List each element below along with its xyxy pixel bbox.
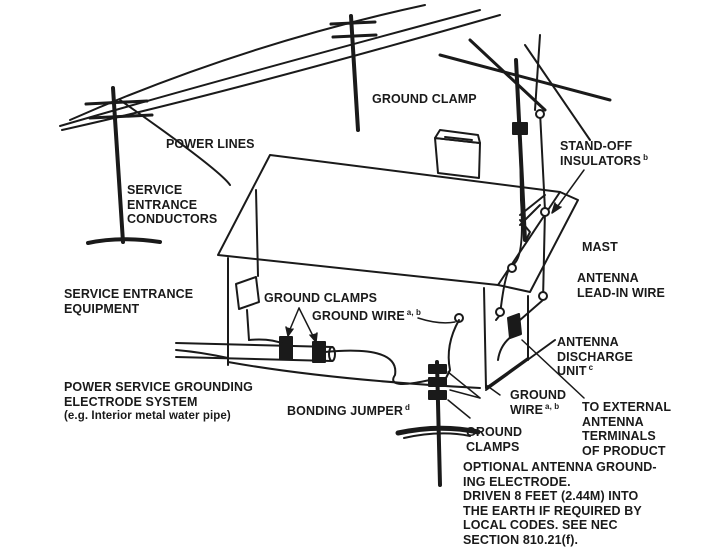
service-entrance-box	[235, 189, 260, 341]
label-service-entrance-conductors: SERVICE ENTRANCE CONDUCTORS	[127, 183, 217, 227]
label-oe-line-3: DRIVEN 8 FEET (2.44M) INTO	[463, 489, 639, 503]
label-power-lines: POWER LINES	[166, 137, 255, 151]
label-antenna-lead-in-wire: ANTENNA LEAD-IN WIRE	[577, 271, 665, 300]
label-gwb-line-1: GROUND	[510, 388, 567, 402]
label-tet-line-4: OF PRODUCT	[582, 443, 666, 458]
label-psg-line-1: POWER SERVICE GROUNDING	[64, 380, 253, 394]
antenna	[438, 34, 612, 361]
label-sec-line-1: SERVICE	[127, 183, 183, 197]
footnote-ab-top: a, b	[406, 308, 421, 317]
label-standoff-line-1: STAND-OFF	[560, 139, 633, 153]
left-utility-pole	[84, 86, 162, 245]
label-adu-unit: UNIT	[557, 364, 587, 378]
label-to-external-terminals: TO EXTERNAL ANTENNA TERMINALS OF PRODUCT	[582, 400, 671, 458]
label-sec-line-3: CONDUCTORS	[127, 212, 218, 226]
label-oe-line-2: ING ELECTRODE.	[463, 474, 571, 489]
ground-wire-arrow	[417, 317, 456, 324]
footnote-c: c	[588, 363, 594, 372]
footnote-d: d	[405, 403, 410, 412]
standoff-arrow	[551, 169, 585, 214]
label-oe-line-4: THE EARTH IF REQUIRED BY	[463, 503, 642, 518]
label-bonding-jumper-text: BONDING JUMPER	[287, 404, 403, 418]
label-oe-line-6: SECTION 810.21(f).	[463, 532, 579, 547]
label-ground-clamp: GROUND CLAMP	[372, 92, 477, 106]
label-optional-electrode: OPTIONAL ANTENNA GROUND- ING ELECTRODE. …	[463, 460, 657, 547]
label-psg-line-3: (e.g. Interior metal water pipe)	[64, 410, 231, 422]
footnote-b: b	[643, 152, 649, 162]
label-see-line-2: EQUIPMENT	[64, 301, 140, 316]
label-see-line-1: SERVICE ENTRANCE	[64, 287, 194, 301]
label-mast: MAST	[582, 240, 618, 254]
label-adu-line-1: ANTENNA	[557, 335, 619, 349]
label-psg-line-2: ELECTRODE SYSTEM	[64, 394, 198, 409]
label-gcb-line-1: GROUND	[466, 425, 523, 439]
water-pipe	[175, 336, 431, 385]
label-ground-clamps-bottom: GROUND CLAMPS	[466, 425, 522, 454]
label-standoff-text: INSULATORS	[560, 153, 642, 168]
label-gcb-line-2: CLAMPS	[466, 439, 520, 454]
label-ground-clamps-top: GROUND CLAMPS	[264, 291, 378, 305]
label-power-service-grounding: POWER SERVICE GROUNDING ELECTRODE SYSTEM…	[64, 380, 253, 424]
right-utility-pole	[329, 14, 378, 132]
antenna-ground-wire	[444, 319, 460, 381]
label-alw-line-1: ANTENNA	[577, 271, 639, 285]
label-tet-line-1: TO EXTERNAL	[582, 400, 672, 414]
label-ground-wire-top-text: GROUND WIRE	[312, 309, 405, 323]
ground-clamp-mast	[512, 122, 528, 135]
label-tet-line-3: TERMINALS	[582, 429, 656, 443]
label-alw-line-2: LEAD-IN WIRE	[577, 285, 665, 300]
ground-clamps-arrows	[285, 307, 318, 343]
antenna-discharge-unit	[507, 313, 522, 339]
house	[175, 129, 579, 391]
label-gwb-wire: WIRE	[510, 402, 544, 417]
ground-electrode	[395, 339, 585, 487]
label-service-entrance-equipment: SERVICE ENTRANCE EQUIPMENT	[64, 287, 193, 316]
label-adu-line-2: DISCHARGE	[557, 349, 633, 364]
label-oe-line-5: LOCAL CODES. SEE NEC	[463, 518, 618, 532]
footnote-ab-bottom: a, b	[545, 401, 560, 411]
label-sec-line-2: ENTRANCE	[127, 197, 198, 212]
label-tet-line-2: ANTENNA	[582, 414, 644, 429]
label-oe-line-1: OPTIONAL ANTENNA GROUND-	[463, 460, 657, 474]
